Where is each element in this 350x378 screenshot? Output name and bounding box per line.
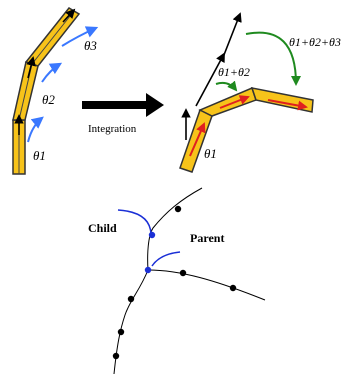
right-sum12-label: θ1+θ2 [218,65,250,79]
parent-label: Parent [190,231,224,245]
tree-nodes [112,205,237,360]
tree-node [174,205,182,213]
tree-node-child [148,231,156,239]
left-theta1-label: θ1 [33,148,46,163]
right-theta1-label: θ1 [204,146,217,161]
right-arm-segments [179,86,314,173]
integration-arrow: Integration [82,93,164,135]
tree-curves [113,187,266,375]
child-label: Child [88,221,117,235]
right-arm-axis-arrows [181,12,242,140]
right-arm-angle-arrows [215,31,301,92]
tree-pointer-arrows [117,209,181,267]
left-arm-angle-arrows [27,26,99,143]
left-arm-segments [12,7,81,175]
right-sum123-label: θ1+θ2+θ3 [289,35,341,49]
right-arm-red-arrows [189,95,308,157]
tree-node [229,284,237,292]
tree-node [179,269,187,277]
tree-node [117,328,125,336]
left-arm: θ1 θ2 θ3 [12,7,99,175]
tree-node [127,295,135,303]
left-theta2-label: θ2 [42,92,55,107]
left-arm-axis-arrows [14,8,76,135]
right-arm: θ1 θ1+θ2 θ1+θ2+θ3 [179,12,341,173]
tree-node-parent [144,266,152,274]
left-theta3-label: θ3 [84,38,97,53]
integration-label: Integration [88,123,137,135]
tree-diagram: Child Parent [88,187,266,375]
tree-node [112,352,120,360]
